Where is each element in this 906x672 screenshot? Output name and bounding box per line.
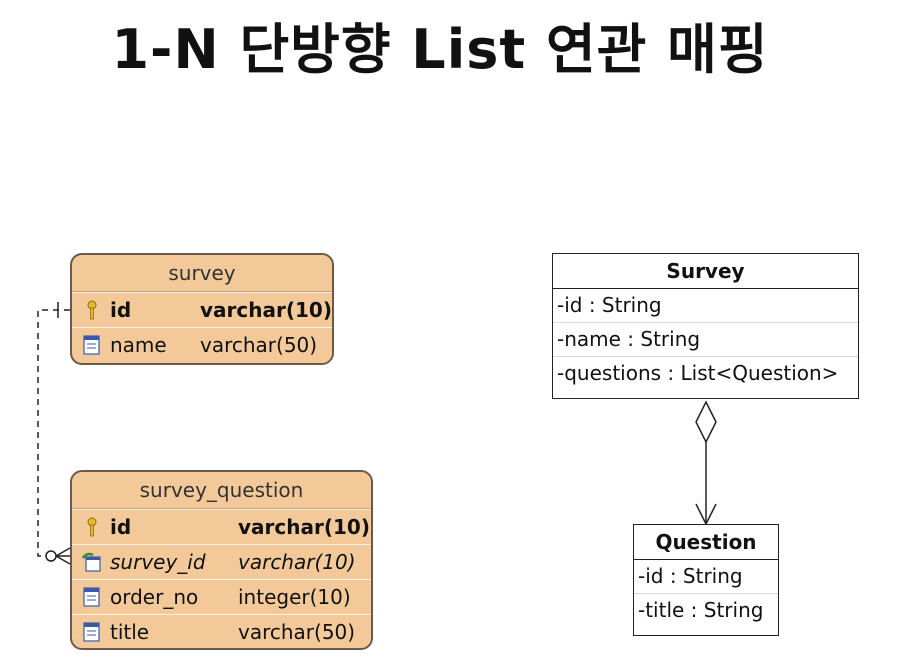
erd-column-row: order_no integer(10)	[72, 579, 371, 614]
uml-field: -id : String	[634, 560, 778, 594]
column-type: varchar(10)	[238, 550, 356, 574]
erd-column-row: id varchar(10)	[72, 509, 371, 544]
erd-column-row: name varchar(50)	[72, 327, 332, 362]
column-type: integer(10)	[238, 585, 351, 609]
uml-class-name: Question	[634, 525, 778, 560]
uml-field: -questions : List<Question>	[557, 361, 839, 385]
column-icon	[83, 622, 100, 642]
uml-class-question: Question -id : String -title : String	[633, 524, 779, 636]
erd-column-row: survey_id varchar(10)	[72, 544, 371, 579]
column-type: varchar(50)	[200, 333, 318, 357]
erd-table-survey-question: survey_question id varchar(10) survey_id…	[70, 470, 373, 650]
uml-aggregation	[695, 400, 717, 526]
uml-field: -title : String	[638, 598, 764, 622]
foreign-key-icon	[82, 552, 101, 572]
column-type: varchar(50)	[238, 620, 356, 644]
uml-class-survey: Survey -id : String -name : String -ques…	[552, 253, 859, 399]
erd-table-name: survey_question	[72, 472, 371, 509]
key-icon	[87, 300, 97, 320]
column-icon	[83, 587, 100, 607]
erd-table-name: survey	[72, 255, 332, 292]
erd-table-survey: survey id varchar(10) name varchar(50)	[70, 253, 334, 365]
column-name: order_no	[110, 585, 199, 609]
column-name: name	[110, 333, 167, 357]
erd-column-row: title varchar(50)	[72, 614, 371, 648]
column-icon	[83, 335, 100, 355]
erd-relationship	[37, 302, 71, 565]
column-name: id	[110, 515, 132, 539]
key-icon	[87, 517, 97, 537]
column-name: survey_id	[110, 550, 206, 574]
uml-class-name: Survey	[553, 254, 858, 289]
uml-field: -name : String	[553, 323, 858, 357]
uml-field: -id : String	[553, 289, 858, 323]
column-name: title	[110, 620, 150, 644]
column-type: varchar(10)	[238, 515, 370, 539]
column-name: id	[110, 298, 132, 322]
column-type: varchar(10)	[200, 298, 332, 322]
page-title: 1-N 단방향 List 연관 매핑	[111, 18, 769, 81]
erd-column-row: id varchar(10)	[72, 292, 332, 327]
